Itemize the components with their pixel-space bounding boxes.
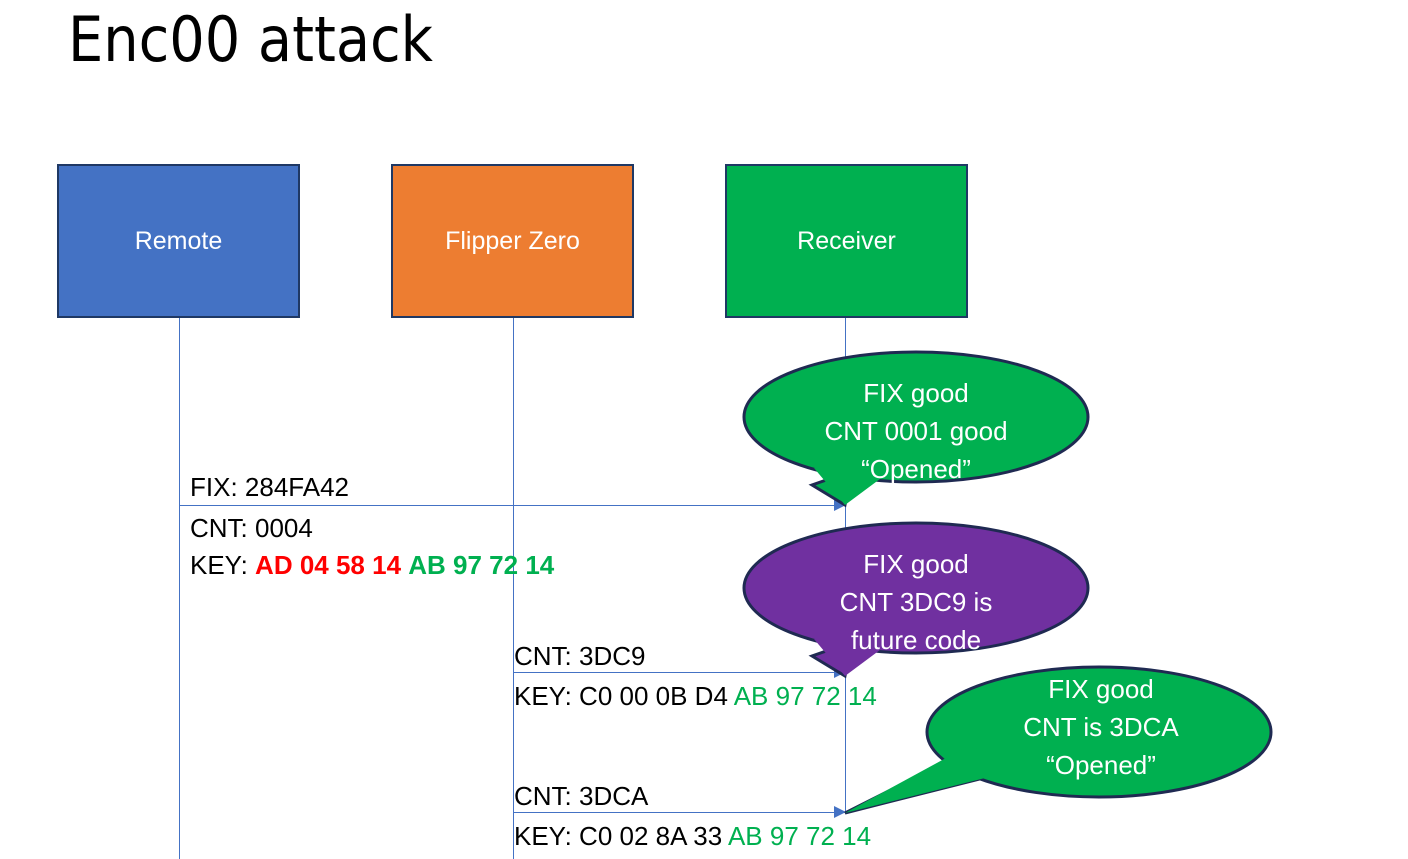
speech-bubble-1-text: FIX good CNT 0001 good “Opened” <box>742 374 1090 488</box>
message-2-key-fixed: AB 97 72 14 <box>733 681 877 711</box>
lifeline-remote <box>179 318 180 859</box>
message-2-cnt-label: CNT: 3DC9 <box>514 641 646 671</box>
speech-bubble-3-line-1: FIX good <box>1048 674 1154 704</box>
actor-box-receiver: Receiver <box>725 164 968 318</box>
message-1-cnt-label: CNT: 0004 <box>190 513 313 543</box>
speech-bubble-1-line-1: FIX good <box>863 378 969 408</box>
speech-bubble-3-line-2: CNT is 3DCA <box>1023 712 1179 742</box>
speech-bubble-2-text: FIX good CNT 3DC9 is future code <box>742 545 1090 659</box>
message-arrow-2 <box>513 672 845 673</box>
speech-bubble-2-line-2: CNT 3DC9 is <box>839 587 993 617</box>
actor-box-flipper-zero: Flipper Zero <box>391 164 634 318</box>
lifeline-flipper-zero <box>513 318 514 859</box>
speech-bubble-2-line-1: FIX good <box>863 549 969 579</box>
speech-bubble-2-shape <box>742 521 1090 679</box>
actor-label-receiver: Receiver <box>797 227 896 255</box>
message-3-key-prefix: KEY: C0 02 8A 33 <box>514 821 728 851</box>
message-arrow-3 <box>513 812 845 813</box>
message-1-key-counter: AD 04 58 14 <box>255 550 402 580</box>
message-3-cnt-label: CNT: 3DCA <box>514 781 649 811</box>
message-1-fix-label: FIX: 284FA42 <box>190 472 349 502</box>
page-title: Enc00 attack <box>68 3 433 76</box>
speech-bubble-3-text: FIX good CNT is 3DCA “Opened” <box>927 670 1275 784</box>
speech-bubble-2-line-3: future code <box>850 625 982 655</box>
message-arrow-1 <box>180 505 845 506</box>
message-1-key-label: KEY: AD 04 58 14 AB 97 72 14 <box>190 548 554 582</box>
speech-bubble-1-shape <box>742 350 1090 508</box>
speech-bubble-2: FIX good CNT 3DC9 is future code <box>742 521 1090 686</box>
message-arrowhead-3 <box>834 806 846 818</box>
speech-bubble-1: FIX good CNT 0001 good “Opened” <box>742 350 1090 515</box>
speech-bubble-3-line-3: “Opened” <box>1046 750 1156 780</box>
message-3-key-label: KEY: C0 02 8A 33 AB 97 72 14 <box>514 819 871 853</box>
actor-label-flipper-zero: Flipper Zero <box>445 227 580 255</box>
message-1-key-prefix: KEY: <box>190 550 256 580</box>
speech-bubble-1-line-3: “Opened” <box>861 454 971 484</box>
actor-box-remote: Remote <box>57 164 300 318</box>
speech-bubble-3-shape <box>844 665 1273 815</box>
message-1-key-fixed: AB 97 72 14 <box>408 550 555 580</box>
message-2-key-label: KEY: C0 00 0B D4 AB 97 72 14 <box>514 679 877 713</box>
speech-bubble-3: FIX good CNT is 3DCA “Opened” <box>844 658 1273 830</box>
actor-label-remote: Remote <box>134 227 223 255</box>
message-3-key-fixed: AB 97 72 14 <box>727 821 872 851</box>
speech-bubble-1-line-2: CNT 0001 good <box>824 416 1008 446</box>
message-2-key-prefix: KEY: C0 00 0B D4 <box>514 681 734 711</box>
